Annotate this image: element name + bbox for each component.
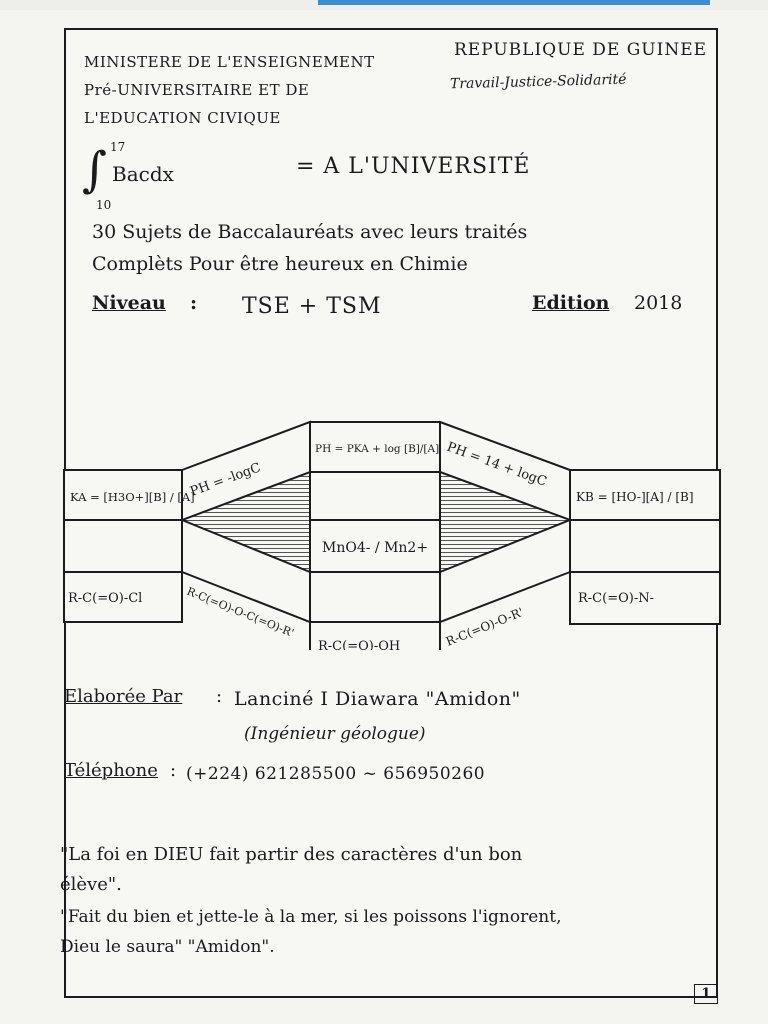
subtitle: 30 Sujets de Baccalauréats avec leurs tr…: [92, 216, 527, 280]
acyl-chloride-label: R-C(=O)-Cl: [68, 591, 142, 606]
ph-pka-label: PH = PKA + log [B]/[A]: [315, 443, 439, 455]
subtitle-line: 30 Sujets de Baccalauréats avec leurs tr…: [92, 221, 528, 243]
integral-sign-icon: ∫: [82, 142, 108, 198]
quote-line: "Fait du bien et jette-le à la mer, si l…: [60, 907, 562, 927]
integrand: Bacdx: [112, 162, 174, 186]
subtitle-line: Complèts Pour être heureux en Chimie: [92, 253, 468, 275]
author-name: Lanciné I Diawara "Amidon": [234, 688, 521, 710]
author-title: (Ingénieur géologue): [244, 724, 426, 744]
acid-label: R-C(=O)-OH: [318, 639, 400, 650]
box-center-bottom: [309, 571, 441, 623]
quote-line: "La foi en DIEU fait partir des caractèr…: [60, 844, 523, 865]
ministry-header: MINISTERE DE L'ENSEIGNEMENT Pré-UNIVERSI…: [84, 48, 375, 132]
box-center-top: [309, 471, 441, 521]
ministry-line: L'EDUCATION CIVIQUE: [84, 109, 281, 127]
top-strip: [0, 0, 768, 10]
box-amide: [569, 571, 721, 625]
phone-number: (+224) 621285500 ~ 656950260: [186, 764, 486, 784]
integral-lower-bound: 10: [96, 198, 112, 212]
quote-good-deed: "Fait du bien et jette-le à la mer, si l…: [60, 902, 561, 962]
author-colon: :: [216, 686, 223, 707]
level-value: TSE + TSM: [242, 294, 382, 319]
box-mno4: [309, 519, 441, 573]
box-acid: [309, 621, 441, 650]
box-left-empty: [63, 519, 183, 573]
integral-upper-bound: 17: [110, 140, 126, 154]
blue-edge: [318, 0, 710, 5]
page-number: 1: [694, 984, 718, 1004]
cover-sheet: MINISTERE DE L'ENSEIGNEMENT Pré-UNIVERSI…: [60, 28, 721, 1004]
republic-title: REPUBLIQUE DE GUINEE: [454, 40, 708, 60]
mno4-label: MnO4- / Mn2+: [322, 540, 428, 556]
amide-label: R-C(=O)-N-: [578, 591, 654, 606]
level-label: Niveau: [92, 292, 166, 314]
chemistry-diagram: KA = [H3O+][B] / [A] PH = -logC PH = PKA…: [63, 420, 721, 650]
quote-line: élève".: [60, 874, 122, 895]
edition-label: Edition: [532, 292, 610, 314]
ministry-line: MINISTERE DE L'ENSEIGNEMENT: [84, 53, 375, 71]
ka-label: KA = [H3O+][B] / [A]: [70, 490, 195, 504]
phone-label: Téléphone: [64, 760, 158, 781]
quote-line: Dieu le saura" "Amidon".: [60, 937, 275, 957]
kb-label: KB = [HO-][A] / [B]: [576, 490, 694, 504]
quote-faith: "La foi en DIEU fait partir des caractèr…: [60, 840, 522, 900]
author-label: Elaborée Par: [64, 686, 183, 707]
level-colon: :: [190, 292, 198, 314]
box-right-empty: [569, 519, 721, 573]
phone-colon: :: [170, 760, 177, 781]
integral-formula: ∫ 17 10 Bacdx: [82, 140, 202, 212]
formula-result: = A L'UNIVERSITÉ: [296, 154, 531, 179]
republic-motto: Travail-Justice-Solidarité: [449, 71, 627, 93]
ministry-line: Pré-UNIVERSITAIRE ET DE: [84, 81, 310, 99]
box-acyl-chloride: [63, 571, 183, 623]
edition-year: 2018: [634, 292, 683, 314]
